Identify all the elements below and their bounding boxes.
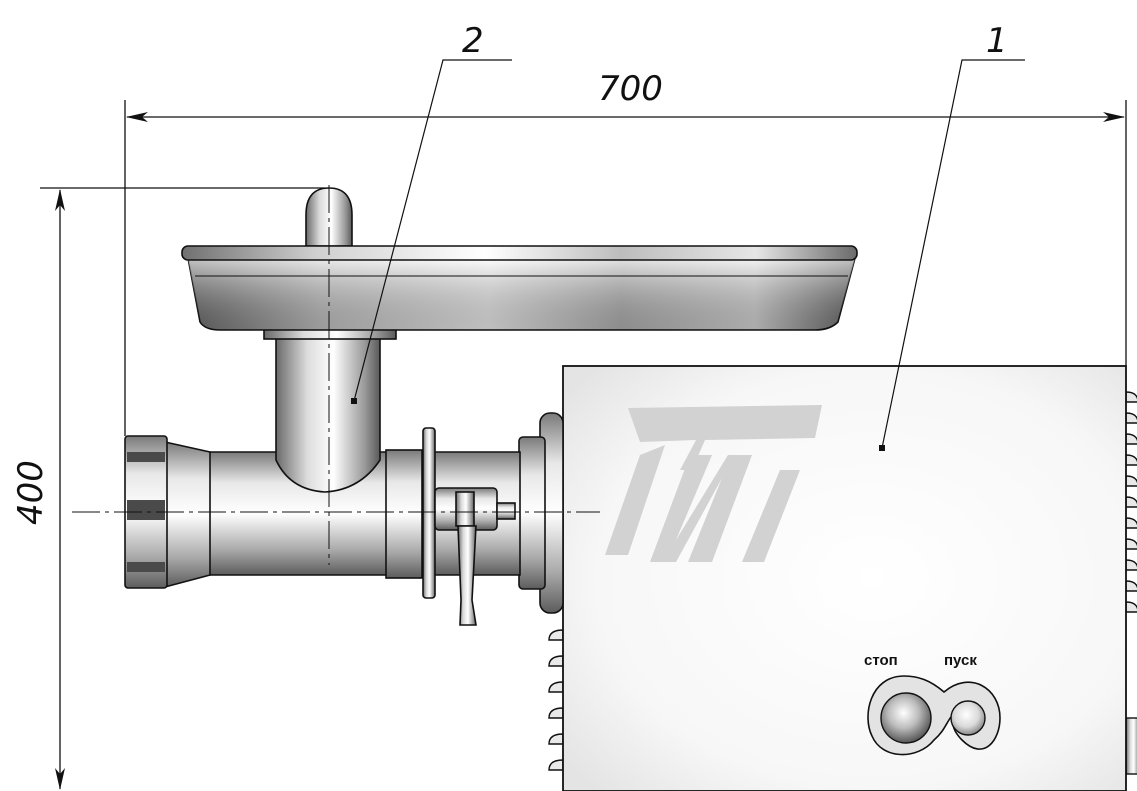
feed-tray-shade: [188, 258, 855, 330]
callout-label-1: 1: [986, 21, 1008, 61]
rear-cooling-fins: [1125, 391, 1137, 613]
grinder-head: [124, 187, 858, 626]
leader-dot-1: [879, 445, 885, 451]
locking-ring-lugs: [127, 452, 165, 572]
dimensions: [40, 100, 1127, 790]
leader-line-2: [353, 59, 512, 402]
feed-tray-rim: [181, 245, 858, 261]
height-dimension-label: 400: [11, 460, 51, 525]
leader-line-1: [881, 59, 1025, 449]
feed-throat: [275, 337, 381, 493]
side-connector: [1125, 717, 1137, 775]
callout-1: 1: [879, 21, 1025, 451]
callout-2: 2: [351, 21, 512, 404]
center-lines: [72, 185, 600, 565]
callout-label-2: 2: [462, 21, 484, 61]
brand-logo: [605, 405, 822, 562]
bracket-plate: [422, 427, 436, 599]
clamp-bolt-end: [496, 502, 516, 520]
barrel-collar: [385, 449, 423, 579]
start-button[interactable]: [950, 700, 986, 736]
stop-label: стоп: [864, 652, 898, 669]
stop-button[interactable]: [880, 692, 932, 744]
control-panel: стоп пуск: [864, 652, 1001, 756]
width-dimension-label: 700: [598, 69, 663, 109]
clamp-nut: [455, 491, 475, 527]
clamp-handle: [457, 525, 477, 626]
start-label: пуск: [944, 652, 977, 669]
outlet-cone: [164, 441, 211, 589]
leader-dot-2: [351, 398, 357, 404]
front-cooling-fins: [548, 629, 564, 771]
coupling-ring: [518, 436, 546, 590]
motor-housing: стоп пуск: [548, 365, 1137, 791]
